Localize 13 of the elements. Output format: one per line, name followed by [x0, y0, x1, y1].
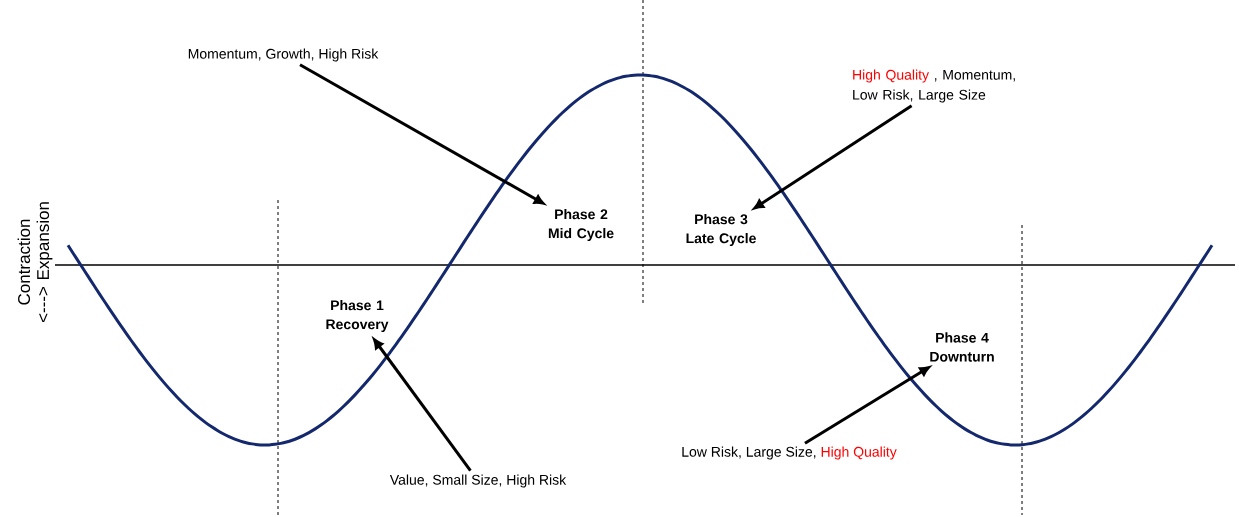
phase-label: Phase 2 Mid Cycle: [548, 209, 614, 242]
annotation-text: Momentum, Growth, High Risk: [188, 48, 379, 62]
arrow: [804, 366, 930, 445]
arrow: [753, 104, 913, 210]
annotation-text: High Quality , Momentum, Low Risk, Large Size: [853, 69, 1015, 103]
phase-label: Phase 3 Late Cycle: [686, 214, 756, 247]
arrow: [373, 338, 472, 472]
annotation-text: Low Risk, Large Size, High Quality: [682, 446, 897, 460]
phase-label: Phase 1 Recovery: [326, 300, 389, 333]
arrow: [299, 63, 545, 205]
phase-label: Phase 4 Downturn: [930, 332, 994, 362]
annotation-text: Value, Small Size, High Risk: [389, 474, 567, 488]
axis-label: Contraction <---> Expansion: [17, 202, 53, 323]
